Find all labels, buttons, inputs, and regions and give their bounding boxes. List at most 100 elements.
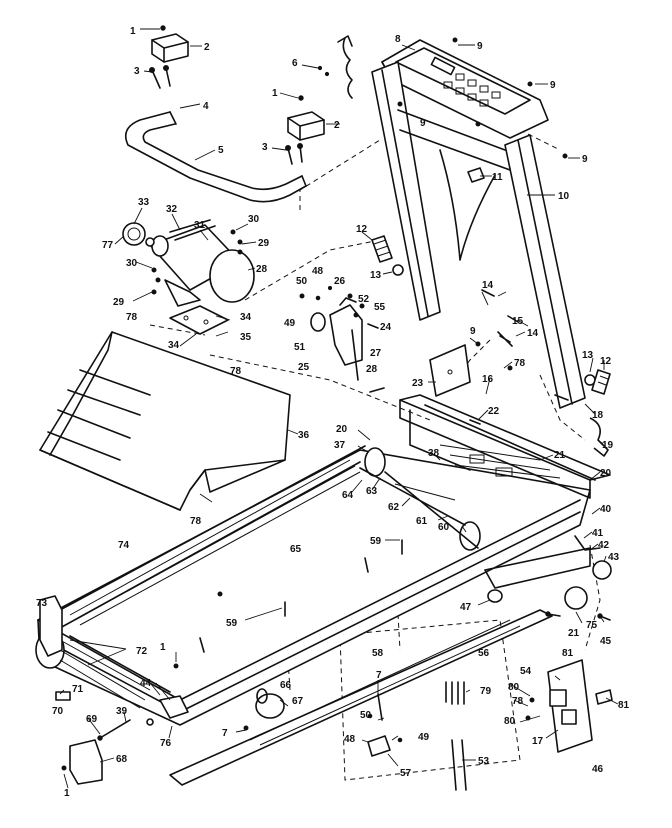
callout-39: 39 bbox=[116, 706, 128, 717]
callout-80: 80 bbox=[504, 716, 516, 727]
callout-63: 63 bbox=[366, 486, 378, 497]
console-cable bbox=[317, 35, 353, 99]
callout-59: 59 bbox=[226, 618, 238, 629]
callout-9: 9 bbox=[550, 80, 556, 91]
callout-52: 52 bbox=[358, 294, 370, 305]
right-upright bbox=[504, 134, 586, 409]
upright-knob-left bbox=[371, 235, 404, 276]
callout-5: 5 bbox=[218, 145, 224, 156]
callout-28: 28 bbox=[366, 364, 378, 375]
callout-14: 14 bbox=[527, 328, 539, 339]
callout-20: 20 bbox=[600, 468, 612, 479]
callout-7: 7 bbox=[222, 728, 228, 739]
callout-81: 81 bbox=[562, 648, 574, 659]
callout-19: 19 bbox=[602, 440, 614, 451]
callout-41: 41 bbox=[592, 528, 604, 539]
callout-51: 51 bbox=[294, 342, 306, 353]
callout-66: 66 bbox=[280, 680, 292, 691]
callout-70: 70 bbox=[52, 706, 64, 717]
incline-motor-assembly bbox=[299, 285, 385, 393]
callout-48: 48 bbox=[312, 266, 324, 277]
callout-67: 67 bbox=[292, 696, 304, 707]
callout-3: 3 bbox=[262, 142, 268, 153]
callout-37: 37 bbox=[334, 440, 346, 451]
upper-handrail-bar bbox=[124, 111, 307, 203]
callout-78: 78 bbox=[514, 358, 526, 369]
callout-7: 7 bbox=[376, 670, 382, 681]
rear-foot-and-guard bbox=[367, 693, 403, 757]
callout-43: 43 bbox=[608, 552, 620, 563]
incline-bracket bbox=[429, 289, 519, 397]
motor-hood bbox=[39, 331, 291, 511]
callout-8: 8 bbox=[395, 34, 401, 45]
callout-72: 72 bbox=[136, 646, 148, 657]
callout-64: 64 bbox=[342, 490, 354, 501]
side-rail-right-cover bbox=[169, 609, 553, 786]
screws-top-left bbox=[149, 25, 304, 165]
callout-55: 55 bbox=[374, 302, 386, 313]
callout-77: 77 bbox=[102, 240, 114, 251]
callout-56: 56 bbox=[478, 648, 490, 659]
wheels-front bbox=[255, 688, 285, 719]
wire-harness bbox=[445, 681, 467, 791]
callout-9: 9 bbox=[582, 154, 588, 165]
callout-3: 3 bbox=[134, 66, 140, 77]
handrail-end-cap-right bbox=[287, 111, 325, 141]
callout-49: 49 bbox=[418, 732, 430, 743]
callout-78: 78 bbox=[230, 366, 242, 377]
callout-53: 53 bbox=[478, 756, 490, 767]
callout-18: 18 bbox=[592, 410, 604, 421]
callout-76: 76 bbox=[160, 738, 172, 749]
callout-34: 34 bbox=[240, 312, 252, 323]
callout-29: 29 bbox=[113, 297, 125, 308]
callout-10: 10 bbox=[558, 191, 570, 202]
callout-78: 78 bbox=[126, 312, 138, 323]
callout-35: 35 bbox=[240, 332, 252, 343]
callout-15: 15 bbox=[512, 316, 524, 327]
callout-13: 13 bbox=[370, 270, 382, 281]
callout-71: 71 bbox=[72, 684, 84, 695]
callout-27: 27 bbox=[370, 348, 382, 359]
callout-21: 21 bbox=[554, 450, 566, 461]
callout-25: 25 bbox=[298, 362, 310, 373]
callout-74: 74 bbox=[118, 540, 130, 551]
callout-1: 1 bbox=[160, 642, 166, 653]
callout-1: 1 bbox=[272, 88, 278, 99]
callout-31: 31 bbox=[194, 220, 206, 231]
callout-23: 23 bbox=[412, 378, 424, 389]
front-small-parts bbox=[55, 591, 249, 785]
callout-57: 57 bbox=[400, 768, 412, 779]
callout-78: 78 bbox=[190, 516, 202, 527]
screws-deck bbox=[199, 539, 403, 653]
callout-1: 1 bbox=[130, 26, 136, 37]
callout-26: 26 bbox=[334, 276, 346, 287]
rear-roller-parts bbox=[487, 535, 612, 621]
callout-68: 68 bbox=[116, 754, 128, 765]
callout-46: 46 bbox=[592, 764, 604, 775]
drive-motor bbox=[149, 219, 255, 307]
handrail-end-cap-left bbox=[151, 33, 189, 63]
callout-80: 80 bbox=[508, 682, 520, 693]
callout-13: 13 bbox=[582, 350, 594, 361]
callout-4: 4 bbox=[203, 101, 209, 112]
callout-34: 34 bbox=[168, 340, 180, 351]
callout-29: 29 bbox=[258, 238, 270, 249]
callout-20: 20 bbox=[336, 424, 348, 435]
callout-59: 59 bbox=[370, 536, 382, 547]
callout-1: 1 bbox=[64, 788, 70, 799]
callout-44: 44 bbox=[140, 678, 152, 689]
callout-81: 81 bbox=[618, 700, 630, 711]
crossbars-frame bbox=[409, 404, 596, 481]
console-display bbox=[381, 39, 549, 139]
upright-knob-right bbox=[584, 369, 611, 395]
callout-75: 75 bbox=[586, 620, 598, 631]
callout-14: 14 bbox=[482, 280, 494, 291]
callout-69: 69 bbox=[86, 714, 98, 725]
controller-board bbox=[525, 659, 613, 753]
callout-50: 50 bbox=[296, 276, 308, 287]
callout-60: 60 bbox=[438, 522, 450, 533]
callout-21: 21 bbox=[568, 628, 580, 639]
callout-73: 73 bbox=[36, 598, 48, 609]
callout-45: 45 bbox=[600, 636, 612, 647]
callout-2: 2 bbox=[204, 42, 210, 53]
